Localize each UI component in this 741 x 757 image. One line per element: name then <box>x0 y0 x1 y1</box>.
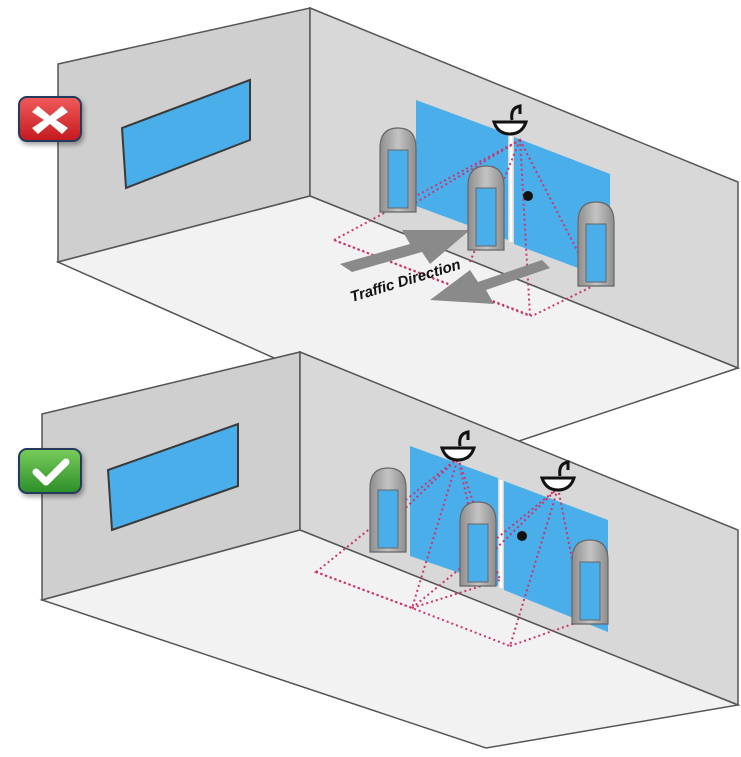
top-room: Traffic Direction <box>55 6 741 453</box>
top-pedestal-left <box>379 127 417 213</box>
top-window <box>120 78 251 190</box>
incorrect-badge <box>18 96 82 142</box>
correct-badge <box>18 448 82 494</box>
top-pedestal-center <box>467 165 505 251</box>
bottom-ceiling-camera-left-icon <box>439 430 477 462</box>
bottom-floor <box>39 529 741 749</box>
top-pedestal-right <box>577 201 615 287</box>
bottom-sensor-dot <box>517 531 527 541</box>
bottom-pedestal-center <box>459 501 497 587</box>
bottom-pedestal-left <box>369 467 407 553</box>
bottom-window <box>106 422 239 532</box>
x-mark-icon <box>32 106 68 134</box>
traffic-arrow-out <box>430 260 550 304</box>
top-sensor-dot <box>523 191 533 201</box>
bottom-room <box>39 350 741 749</box>
check-mark-icon <box>32 458 70 486</box>
traffic-arrow-in <box>340 230 470 272</box>
bottom-pedestal-right <box>571 539 609 625</box>
bottom-ceiling-camera-right-icon <box>539 460 577 492</box>
top-ceiling-camera-icon <box>491 104 529 136</box>
